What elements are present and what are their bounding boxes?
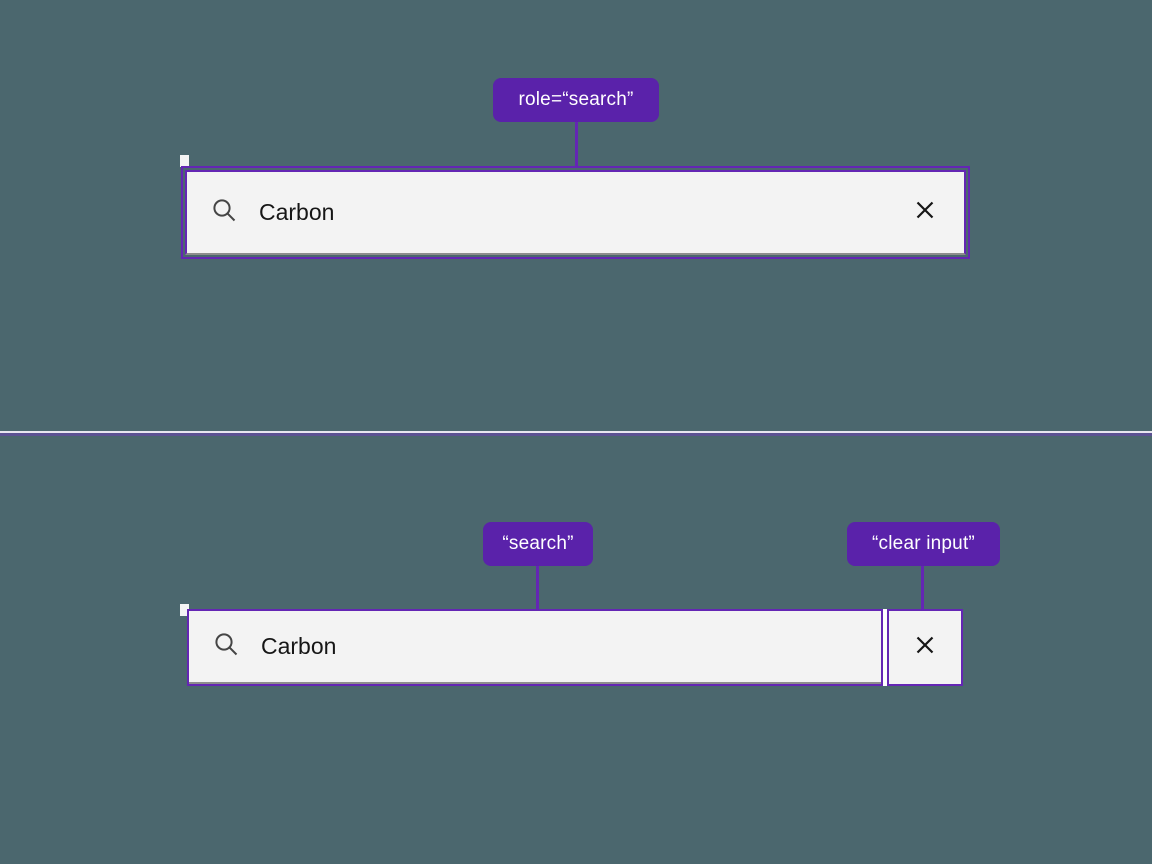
search-input-value[interactable]: Carbon [259,199,335,225]
section-divider-purple [0,433,1152,436]
corner-marker [180,604,189,616]
search-input[interactable]: Carbon [185,170,966,255]
role-search-connector-line [575,122,578,167]
corner-marker [180,155,189,167]
section-divider-light [0,431,1152,433]
x-icon[interactable] [914,634,936,661]
clear-input-connector-line [921,566,924,610]
x-icon[interactable] [914,199,936,226]
clear-input-button[interactable] [887,609,963,686]
search-input[interactable]: Carbon [189,611,881,684]
role-search-annotation-badge: role=“search” [493,78,659,122]
search-input-value[interactable]: Carbon [261,633,337,659]
search-role-annotation-outline: Carbon [181,166,970,259]
search-input-annotation-outline: Carbon [187,609,883,686]
magnifier-icon [213,631,240,663]
magnifier-icon [211,197,238,229]
clear-input-annotation-badge: “clear input” [847,522,1000,566]
outline-gap [883,609,887,686]
search-connector-line [536,566,539,610]
search-annotation-badge: “search” [483,522,593,566]
